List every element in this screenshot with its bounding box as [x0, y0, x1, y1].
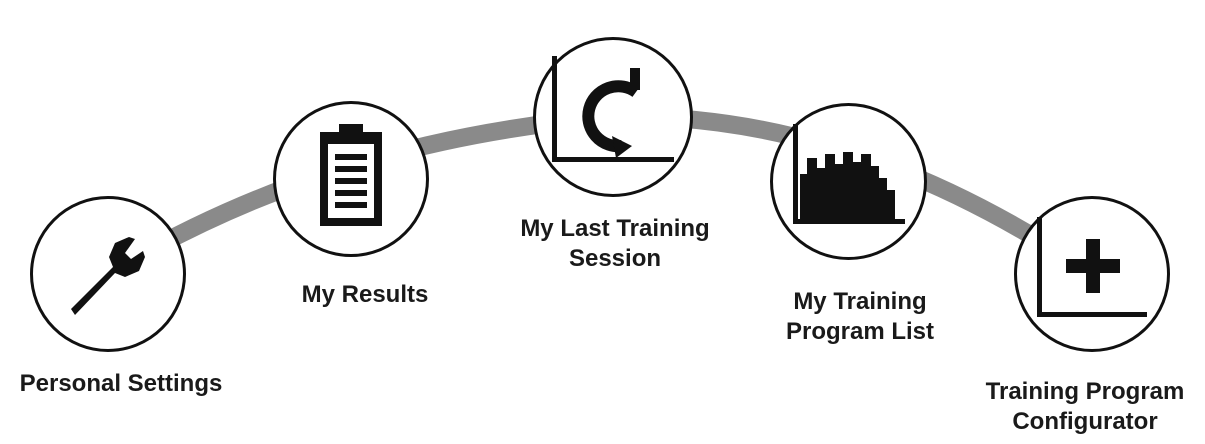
wrench-icon	[71, 237, 145, 315]
label-line: My Training	[793, 288, 927, 315]
my-training-program-list-label[interactable]: My Training Program List	[760, 287, 960, 347]
bar-chart-icon	[793, 124, 905, 224]
my-last-training-session-label[interactable]: My Last Training Session	[495, 214, 735, 274]
label-line: Configurator	[1012, 408, 1158, 435]
label-line: Session	[568, 245, 662, 272]
label-line: Training Program	[985, 378, 1185, 405]
replay-chart-icon	[552, 56, 674, 162]
label-line: Program List	[785, 318, 935, 345]
label-line: My Last Training	[520, 215, 710, 242]
label-line: Personal Settings	[19, 370, 223, 397]
my-last-training-session-button[interactable]	[533, 37, 693, 197]
personal-settings-label[interactable]: Personal Settings	[6, 369, 236, 399]
training-program-configurator-label[interactable]: Training Program Configurator	[965, 377, 1205, 437]
add-chart-icon	[1037, 217, 1147, 317]
training-program-configurator-button[interactable]	[1014, 196, 1170, 352]
my-training-program-list-button[interactable]	[770, 103, 927, 260]
personal-settings-button[interactable]	[30, 196, 186, 352]
my-results-label[interactable]: My Results	[290, 280, 440, 310]
clipboard-icon	[320, 124, 382, 226]
label-line: My Results	[301, 281, 429, 308]
my-results-button[interactable]	[273, 101, 429, 257]
